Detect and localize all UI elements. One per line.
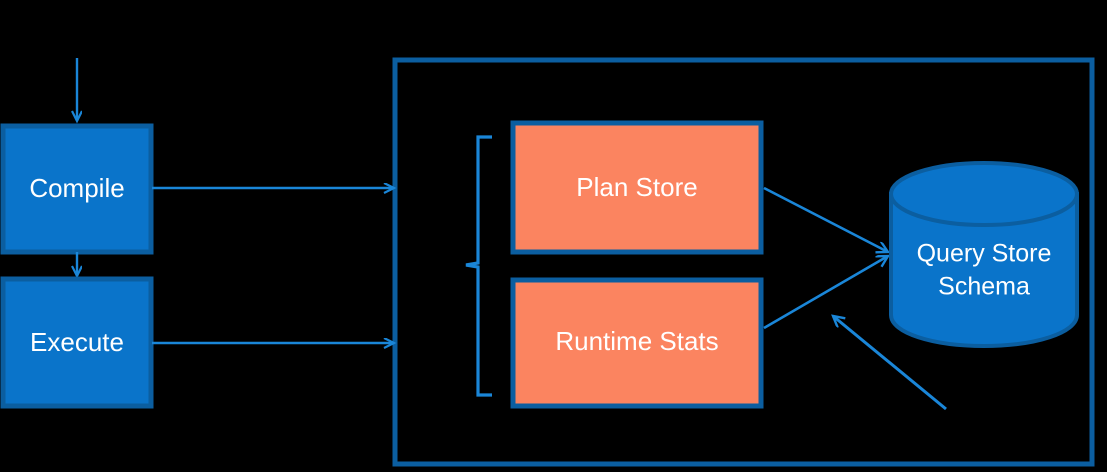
external-to-schema-connector [833, 316, 947, 411]
compile-box[interactable] [0, 123, 154, 255]
compile-label: Compile [29, 173, 124, 203]
runtime-stats-label: Runtime Stats [555, 326, 718, 356]
query-store-schema-label-line1: Query Store [917, 240, 1052, 268]
cylinder-body[interactable] [889, 192, 1079, 349]
query-store-boundary [392, 57, 1095, 467]
process-node-compile[interactable]: Compile [0, 123, 154, 255]
runtime-stats-to-schema-connector [763, 256, 888, 330]
stores-group-bracket [465, 135, 492, 397]
store-node-runtime-stats[interactable]: Runtime Stats [510, 277, 764, 409]
store-node-plan-store[interactable]: Plan Store [510, 120, 764, 255]
process-node-execute[interactable]: Execute [0, 276, 154, 409]
cylinder-top [889, 161, 1079, 227]
execute-label: Execute [30, 327, 124, 357]
plan-store-label: Plan Store [576, 172, 697, 202]
execute-box[interactable] [0, 276, 154, 409]
runtime-stats-box[interactable] [510, 277, 764, 409]
datastore-node-query-store-schema[interactable]: Query Store Schema [889, 161, 1079, 349]
query-store-schema-label-line2: Schema [938, 273, 1030, 301]
plan-store-to-schema-connector [763, 186, 888, 252]
plan-store-box[interactable] [510, 120, 764, 255]
